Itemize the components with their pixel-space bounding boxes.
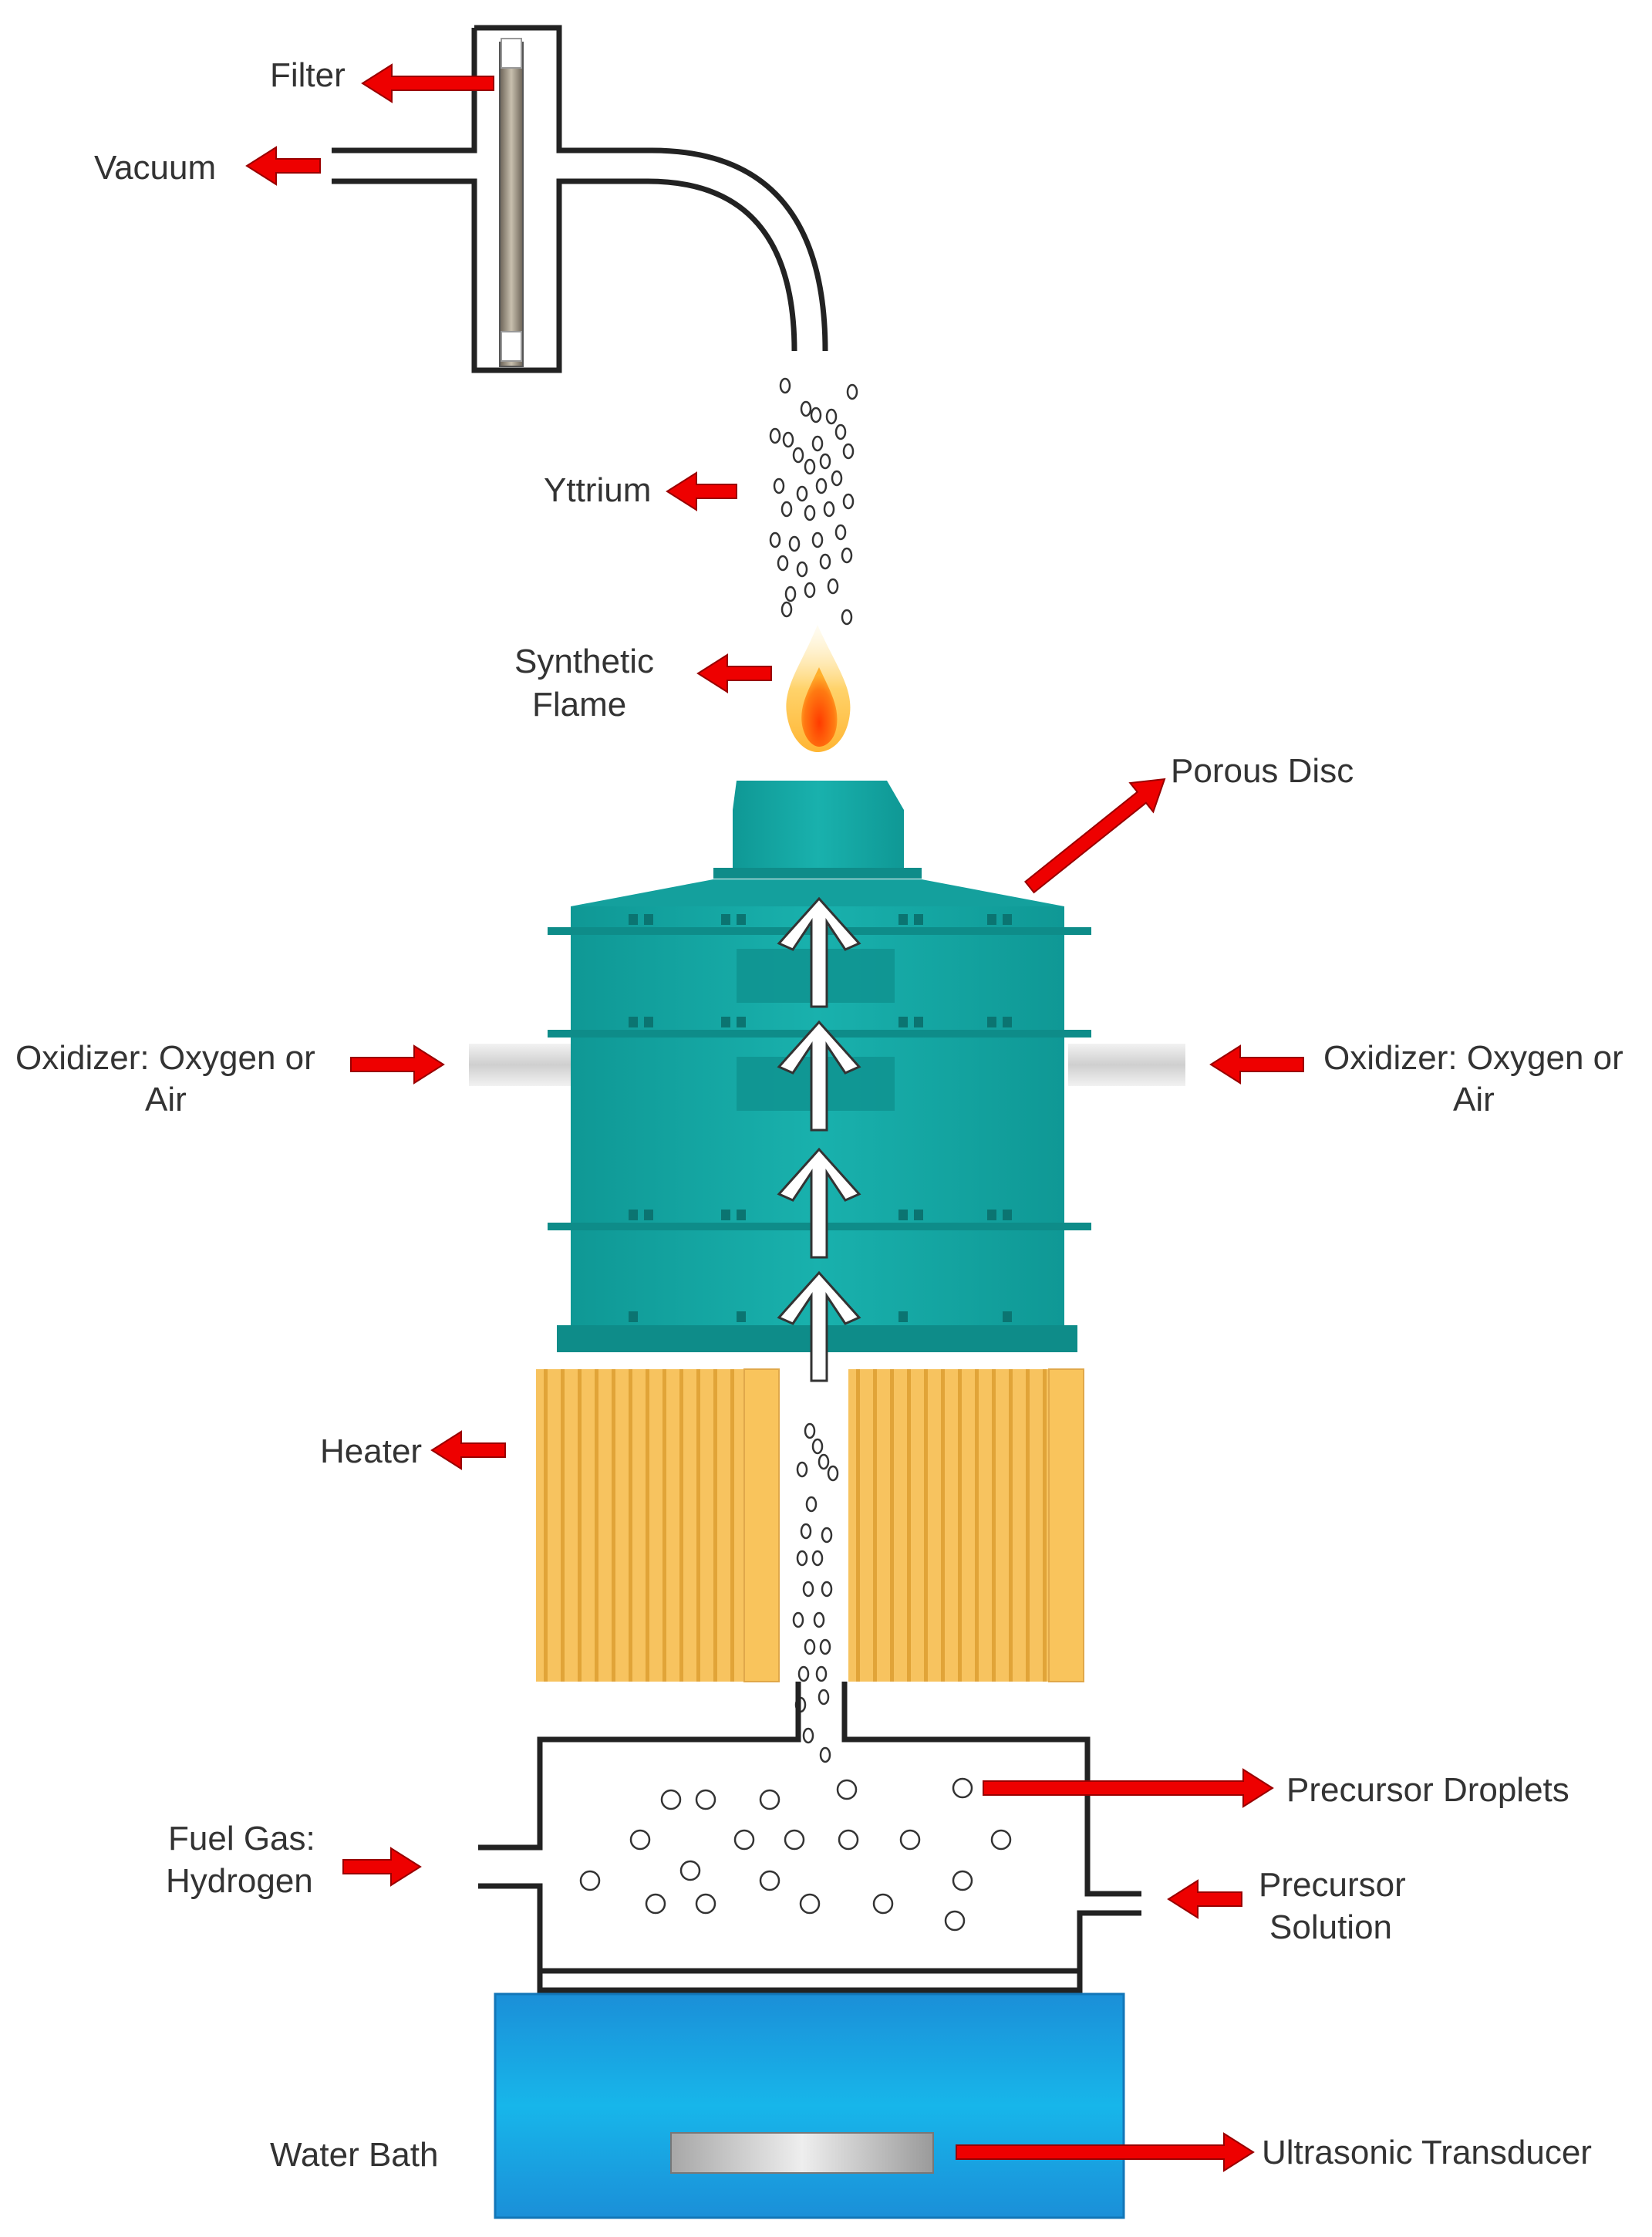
synthetic-flame [786,625,851,752]
oxidizer-tube-left [469,1044,573,1086]
labels: Filter Vacuum Yttrium Synthetic Flame Po… [15,56,1623,2174]
label-water-bath: Water Bath [270,2136,438,2174]
water-bath [494,1992,1125,2219]
arrow-oxidizer-left [350,1044,445,1085]
label-porous-disc: Porous Disc [1171,752,1354,790]
label-precursor-solution-1: Precursor [1259,1866,1406,1904]
arrow-heater [430,1430,506,1470]
label-precursor-solution-2: Solution [1269,1908,1392,1946]
label-oxidizer-right-2: Air [1453,1081,1495,1118]
flow-arrow-4 [777,1270,861,1382]
label-oxidizer-right-1: Oxidizer: Oxygen or [1323,1039,1623,1077]
arrow-fuel-gas [342,1847,422,1887]
yttrium-particles [769,377,858,626]
arrow-precursor-solution [1167,1879,1242,1919]
ultrasonic-transducer [670,2132,934,2174]
arrow-filter [361,63,494,103]
arrow-oxidizer-right [1209,1044,1304,1085]
flow-arrow-1 [777,896,861,1008]
label-fuel-gas-2: Hydrogen [166,1862,313,1900]
label-precursor-droplets: Precursor Droplets [1286,1771,1569,1809]
gas-flow-arrows [777,896,861,1382]
precursor-droplets [579,1777,1012,1932]
oxidizer-tube-right [1068,1044,1185,1086]
flow-arrow-3 [777,1147,861,1259]
arrow-ultrasonic-transducer [956,2132,1255,2172]
label-fuel-gas-1: Fuel Gas: [168,1820,315,1857]
label-oxidizer-left-1: Oxidizer: Oxygen or [15,1039,315,1077]
arrow-vacuum [245,146,321,186]
arrow-porous-disc [1023,778,1166,894]
atomizer-chamber [478,1682,1141,1993]
red-arrows [245,63,1304,2172]
label-oxidizer-left-2: Air [145,1081,187,1118]
filter-assembly [332,25,828,373]
flow-arrow-2 [777,1020,861,1132]
arrow-yttrium [666,471,737,511]
label-filter: Filter [270,56,346,94]
label-synthetic-flame-2: Flame [532,686,626,724]
filter-element [499,38,524,367]
heater [536,1368,1084,1682]
rising-droplets [792,1422,839,1763]
arrow-synthetic-flame [696,653,772,693]
label-vacuum: Vacuum [94,149,216,187]
label-yttrium: Yttrium [544,471,651,509]
arrow-precursor-droplets [983,1768,1274,1808]
label-synthetic-flame-1: Synthetic [514,643,654,680]
label-heater: Heater [320,1432,422,1470]
label-ultrasonic-transducer: Ultrasonic Transducer [1262,2134,1592,2171]
